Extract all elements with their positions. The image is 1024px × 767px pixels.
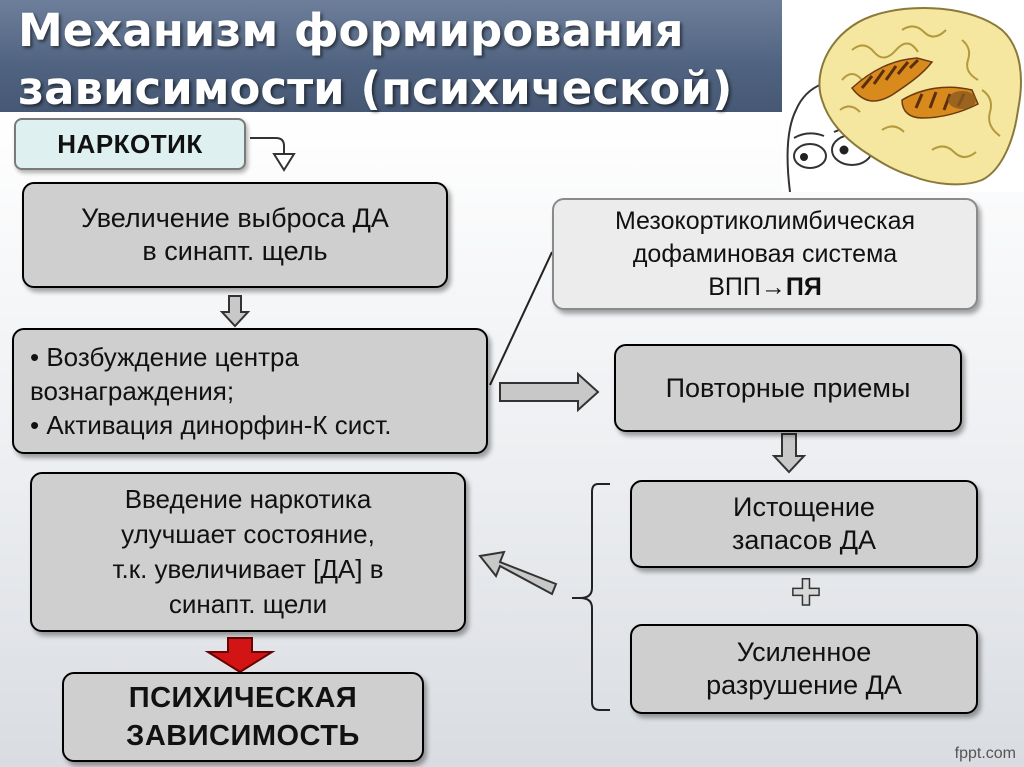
plus-sign: ✚ bbox=[790, 573, 822, 615]
mesocortico-box: Мезокортиколимбическая дофаминовая систе… bbox=[552, 198, 978, 310]
improves-line-2: улучшает состояние, bbox=[121, 519, 375, 549]
da-release-line-1: Увеличение выброса ДА bbox=[81, 203, 389, 233]
repeat-label: Повторные приемы bbox=[665, 372, 911, 403]
depletion-line-1: Истощение bbox=[733, 492, 875, 522]
improves-line-3: т.к. увеличивает [ДА] в bbox=[112, 554, 384, 584]
dependence-line-2: ЗАВИСИМОСТЬ bbox=[126, 720, 360, 752]
title-line-1: Механизм формирования bbox=[18, 4, 684, 57]
reward-line-3: • Активация динорфин-К сист. bbox=[30, 410, 392, 440]
drug-box: НАРКОТИК bbox=[14, 118, 246, 170]
meso-line-1: Мезокортиколимбическая bbox=[614, 206, 916, 235]
reward-line-1: • Возбуждение центра bbox=[30, 342, 299, 372]
meso-line-2: дофаминовая система bbox=[632, 239, 898, 268]
destruction-box: Усиленное разрушение ДА bbox=[630, 624, 978, 714]
improves-line-4: синапт. щели bbox=[168, 589, 328, 619]
repeat-box: Повторные приемы bbox=[614, 344, 962, 432]
destruction-line-2: разрушение ДА bbox=[706, 670, 902, 700]
meso-line-3-prefix: ВПП→ bbox=[708, 272, 786, 301]
title-bar bbox=[0, 0, 790, 112]
meso-line-3: ВПП→ПЯ bbox=[708, 271, 822, 304]
dependence-box: ПСИХИЧЕСКАЯ ЗАВИСИМОСТЬ bbox=[62, 672, 424, 762]
footer-watermark: fppt.com bbox=[954, 745, 1016, 762]
reward-line-2: вознаграждения; bbox=[30, 376, 235, 406]
da-release-box: Увеличение выброса ДА в синапт. щель bbox=[22, 182, 448, 288]
reward-box: • Возбуждение центра вознаграждения; • А… bbox=[12, 328, 488, 454]
brain-illustration bbox=[782, 0, 1024, 192]
drug-improves-box: Введение наркотика улучшает состояние, т… bbox=[30, 472, 466, 632]
meso-line-3-bold: ПЯ bbox=[785, 272, 822, 301]
dependence-line-1: ПСИХИЧЕСКАЯ bbox=[128, 682, 358, 714]
title-line-2: зависимости (психической) bbox=[18, 62, 733, 115]
destruction-line-1: Усиленное bbox=[736, 637, 872, 667]
depletion-box: Истощение запасов ДА bbox=[630, 480, 978, 568]
depletion-line-2: запасов ДА bbox=[732, 525, 876, 555]
da-release-line-2: в синапт. щель bbox=[142, 236, 328, 266]
slide-title: Механизм формирования зависимости (психи… bbox=[18, 2, 808, 118]
improves-line-1: Введение наркотика bbox=[124, 484, 372, 514]
